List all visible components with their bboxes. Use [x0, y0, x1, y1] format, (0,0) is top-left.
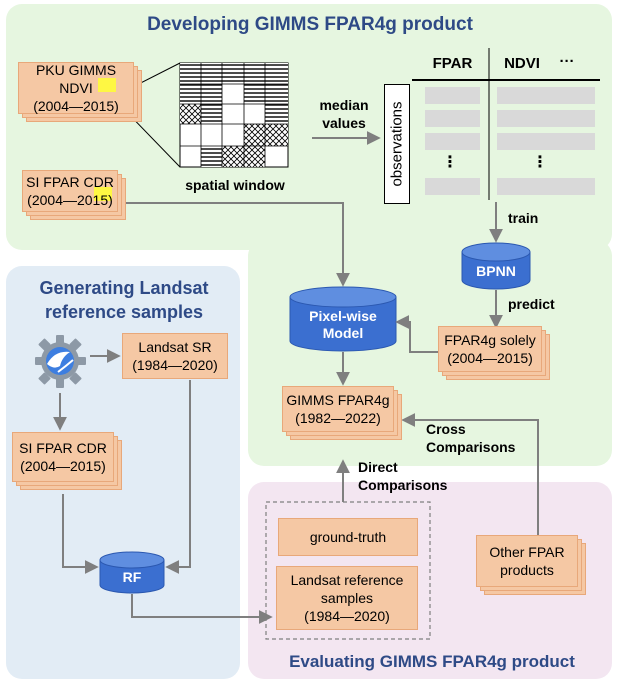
- spatial-window-label: spatial window: [185, 177, 285, 193]
- observations-label: observations: [388, 101, 406, 187]
- ground-truth-box: ground-truth: [278, 518, 418, 556]
- si-fpar-left-stack: SI FPAR CDR (2004—2015): [12, 432, 124, 492]
- pku-gimms-ndvi-stack: PKU GIMMS NDVI (2004—2015): [18, 62, 144, 124]
- earth-engine-icon: [35, 335, 86, 388]
- pku-gimms-ndvi-label: PKU GIMMS NDVI (2004—2015): [33, 62, 119, 114]
- arrow-si-fpar-to-model: [124, 202, 350, 287]
- generating-panel-title: Generating Landsat reference samples: [39, 278, 209, 322]
- observation-table: [412, 48, 600, 200]
- bpnn-cylinder: [461, 242, 531, 290]
- fpar4g-solely-label: FPAR4g solely (2004—2015): [444, 332, 536, 366]
- table-ellipsis-ndvi: ⋮: [532, 154, 548, 171]
- cross-comparisons-label: Cross Comparisons: [426, 421, 516, 455]
- landsat-sr-box: Landsat SR (1984—2020): [122, 333, 228, 379]
- rf-cylinder: [99, 551, 165, 594]
- si-fpar-left-label: SI FPAR CDR (2004—2015): [19, 440, 107, 474]
- rf-label: RF: [122, 568, 142, 585]
- train-label: train: [508, 210, 539, 226]
- si-fpar-top-stack: SI FPAR CDR (2004—2015): [22, 170, 128, 222]
- pixelwise-model-label: Pixel-wise Model: [309, 308, 377, 341]
- arrow-sifpar-to-rf: [62, 494, 99, 574]
- cdr-highlight: [94, 187, 112, 201]
- arrow-fpar4g-solely-to-model: [395, 315, 438, 353]
- table-header-fpar: FPAR: [432, 55, 473, 72]
- other-fpar-label: Other FPAR products: [489, 544, 565, 578]
- bpnn-label: BPNN: [476, 262, 516, 279]
- median-values-label: median values: [319, 97, 369, 131]
- evaluating-panel-title: Evaluating GIMMS FPAR4g product: [289, 652, 575, 671]
- arrow-landsat-to-rf: [165, 380, 191, 574]
- table-header-ndvi: NDVI: [504, 55, 540, 72]
- fpar4g-solely-stack: FPAR4g solely (2004—2015): [438, 326, 552, 382]
- table-header-more: ···: [559, 53, 575, 70]
- other-fpar-stack: Other FPAR products: [476, 535, 588, 597]
- ndvi-highlight: [98, 78, 116, 92]
- pixelwise-model-cylinder: [289, 286, 397, 352]
- arrow-rf-to-samples: [131, 594, 273, 624]
- gimms-fpar4g-label: GIMMS FPAR4g (1982—2022): [286, 392, 390, 426]
- landsat-reference-box: Landsat reference samples (1984—2020): [276, 566, 418, 630]
- arrow-other-to-gimms: [401, 413, 539, 535]
- table-ellipsis-fpar: ⋮: [442, 154, 458, 171]
- developing-panel-title: Developing GIMMS FPAR4g product: [147, 14, 473, 35]
- spatial-window-grid: [118, 62, 289, 168]
- direct-comparisons-label: Direct Comparisons: [358, 459, 448, 493]
- gimms-fpar4g-stack: GIMMS FPAR4g (1982—2022): [282, 386, 404, 442]
- si-fpar-top-label: SI FPAR CDR (2004—2015): [26, 174, 114, 208]
- observations-box: observations: [384, 84, 410, 204]
- evaluation-frame: [265, 501, 431, 640]
- predict-label: predict: [508, 296, 555, 312]
